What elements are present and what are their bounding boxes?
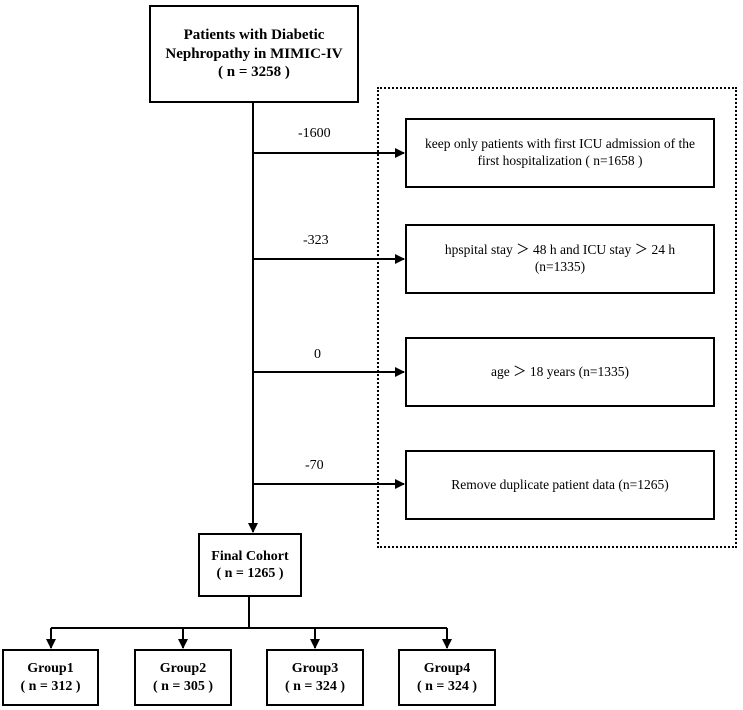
- exclusion-text-2a: hpspital stay ＞ 48 h and ICU stay ＞ 24 h: [444, 242, 676, 258]
- group1-box: Group1 ( n = 312 ): [2, 649, 99, 706]
- exclusion-text-4: Remove duplicate patient data (n=1265): [451, 476, 669, 492]
- group2-count: ( n = 305 ): [152, 678, 214, 694]
- group1-name: Group1: [27, 661, 74, 676]
- exclusion-box-1: keep only patients with first ICU admiss…: [405, 118, 715, 188]
- group3-box: Group3 ( n = 324 ): [266, 649, 364, 706]
- group3-count: ( n = 324 ): [284, 678, 346, 694]
- group2-name: Group2: [159, 661, 207, 676]
- exclusion-criteria-frame: [377, 87, 737, 548]
- exclusion-text-1b: first hospitalization ( n=1658 ): [477, 153, 643, 168]
- excluded-count-2: -323: [303, 233, 329, 248]
- source-population-count: ( n = 3258 ): [218, 64, 290, 81]
- exclusion-box-4: Remove duplicate patient data (n=1265): [405, 450, 715, 520]
- group1-count: ( n = 312 ): [20, 678, 81, 694]
- exclusion-box-2: hpspital stay ＞ 48 h and ICU stay ＞ 24 h…: [405, 224, 715, 294]
- excluded-count-1: -1600: [298, 126, 331, 141]
- final-cohort-title: Final Cohort: [211, 548, 289, 564]
- group4-name: Group4: [423, 661, 471, 676]
- final-cohort-box: Final Cohort ( n = 1265 ): [198, 533, 302, 597]
- excluded-count-4: -70: [305, 458, 324, 473]
- group4-count: ( n = 324 ): [416, 678, 478, 694]
- exclusion-text-1a: keep only patients with first ICU admiss…: [425, 136, 695, 152]
- source-population-title-line2: Nephropathy in MIMIC-IV: [165, 45, 343, 62]
- exclusion-box-3: age ＞ 18 years (n=1335): [405, 337, 715, 407]
- group3-name: Group3: [291, 661, 339, 676]
- source-population-box: Patients with Diabetic Nephropathy in MI…: [149, 5, 359, 103]
- source-population-title-line1: Patients with Diabetic: [183, 26, 325, 43]
- exclusion-text-3: age ＞ 18 years (n=1335): [490, 363, 630, 379]
- group4-box: Group4 ( n = 324 ): [398, 649, 496, 706]
- final-cohort-count: ( n = 1265 ): [216, 566, 284, 581]
- excluded-count-3: 0: [314, 347, 321, 362]
- exclusion-text-2b: (n=1335): [534, 259, 586, 274]
- group2-box: Group2 ( n = 305 ): [134, 649, 232, 706]
